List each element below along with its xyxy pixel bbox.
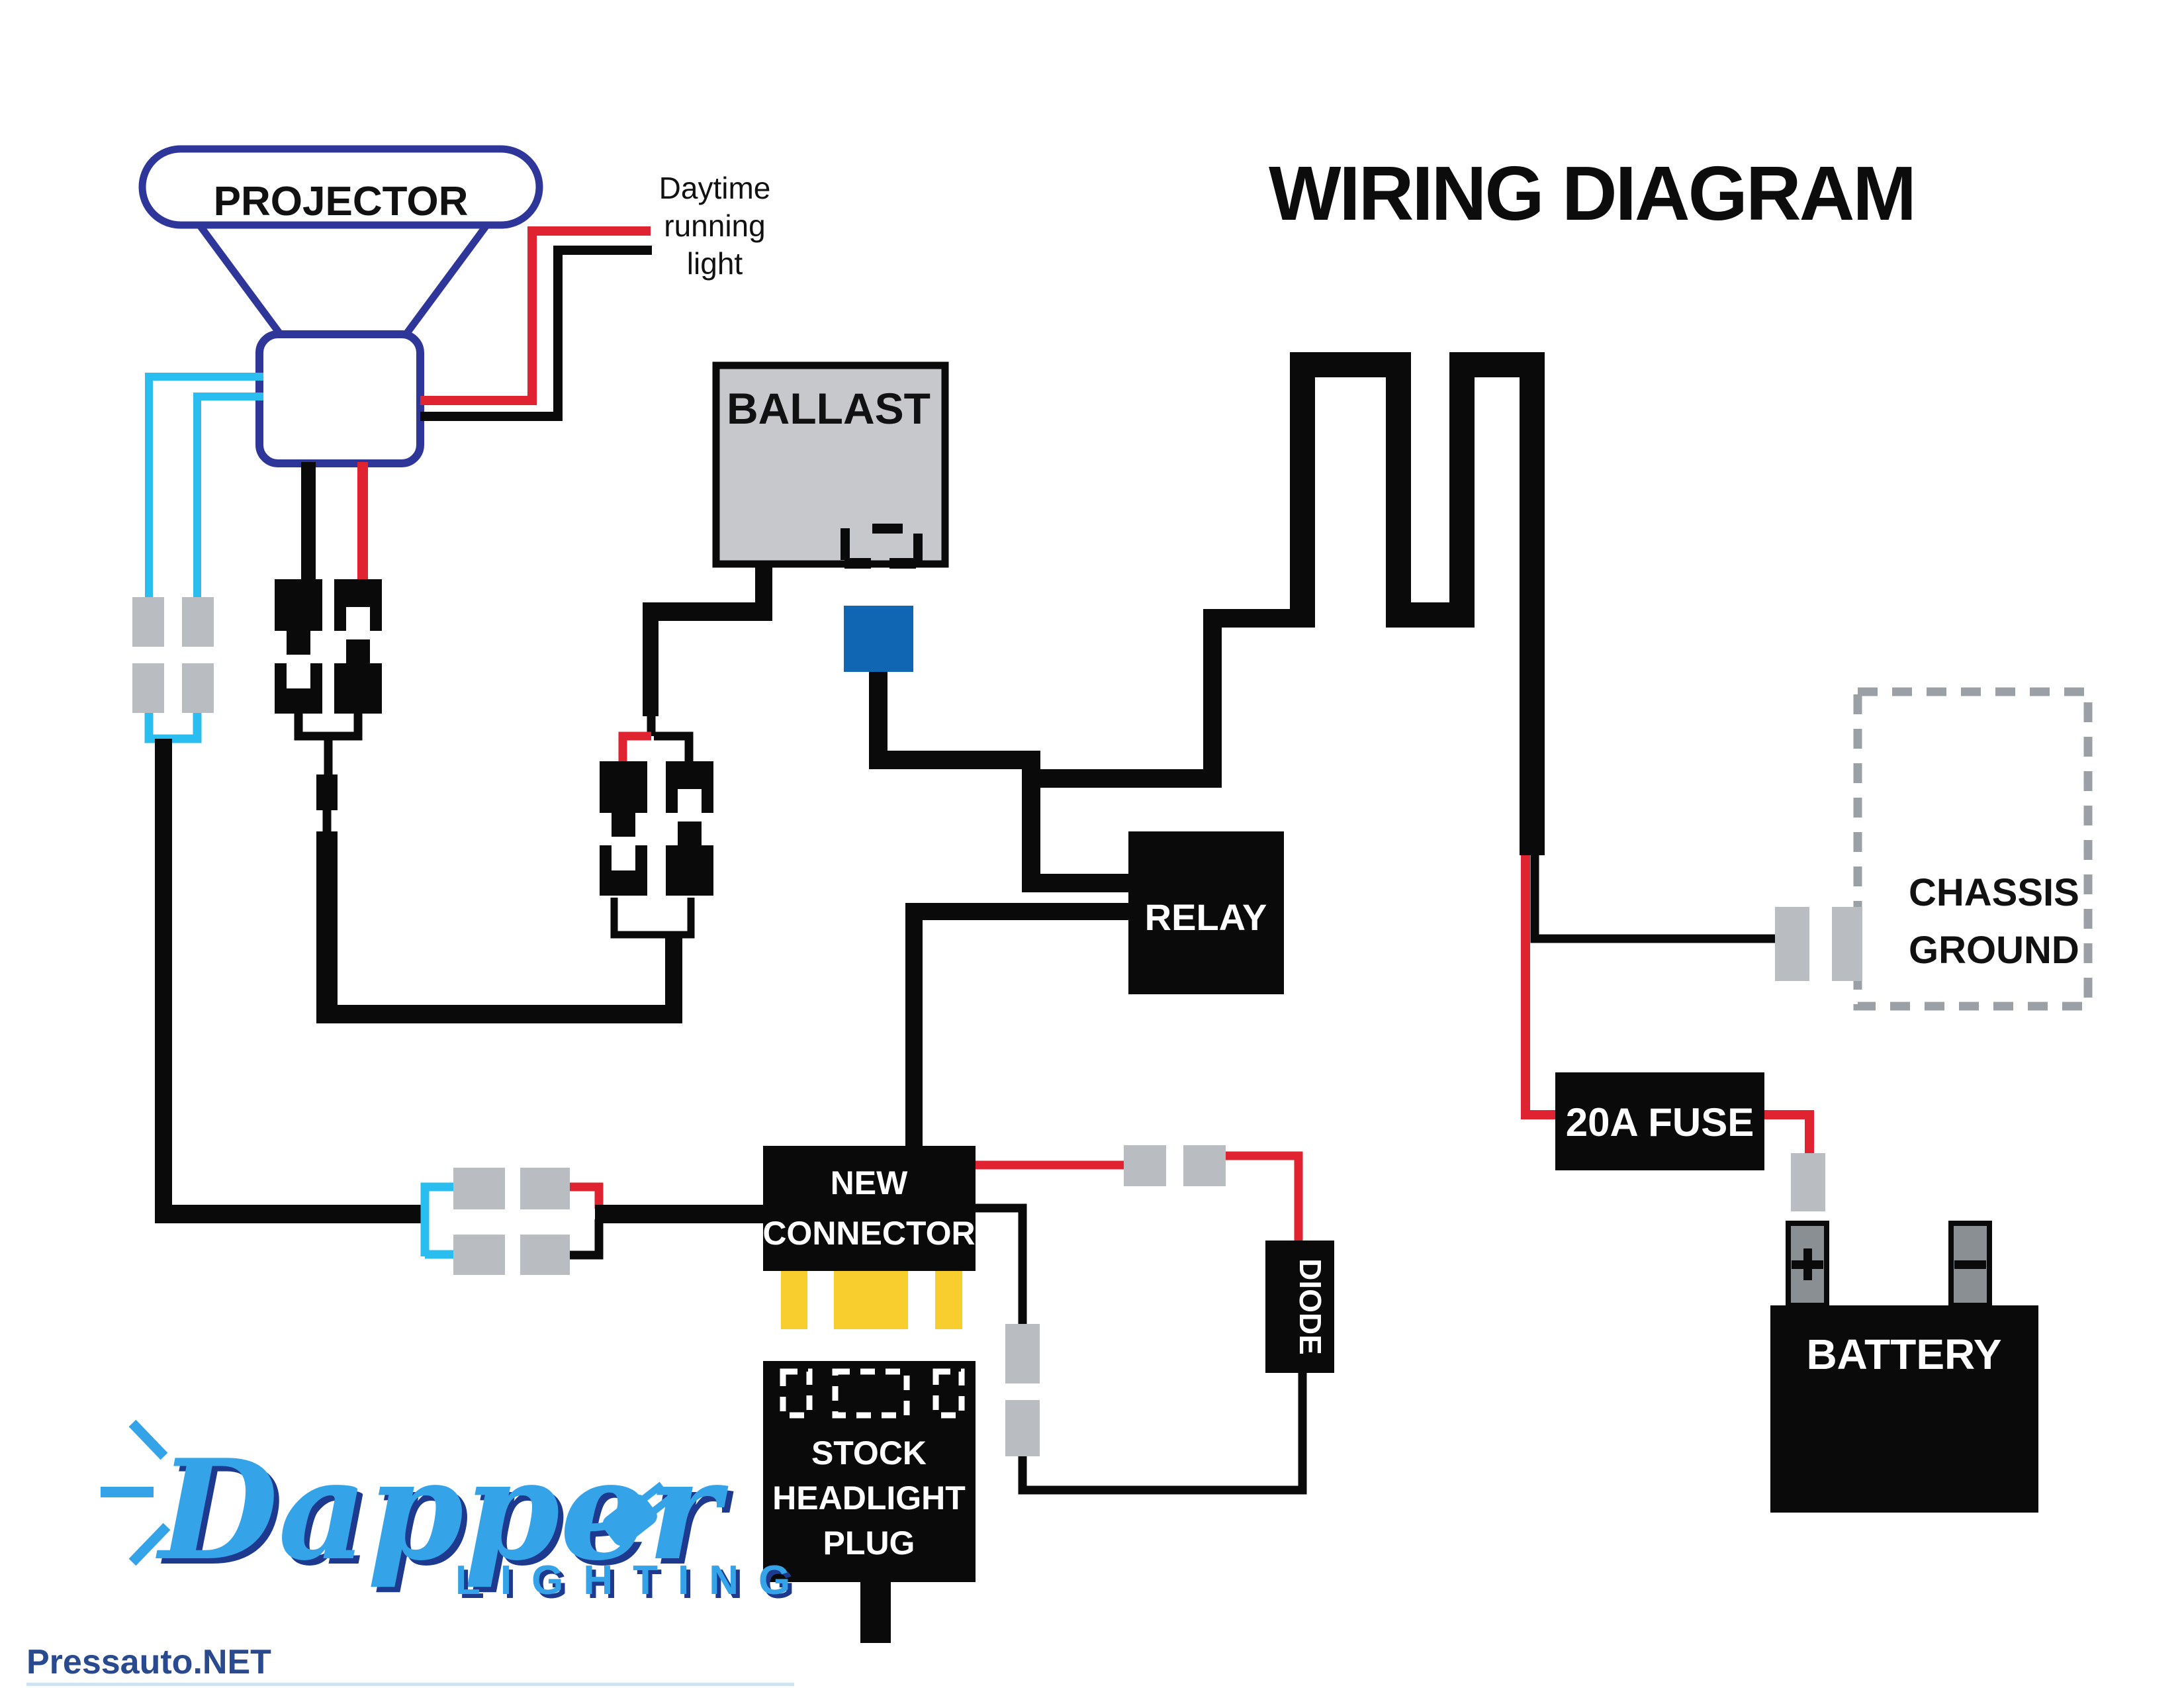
battery-box — [1770, 1305, 2038, 1513]
wire-cyan-outer — [145, 373, 263, 597]
projector-body-box — [255, 330, 424, 467]
wire-newconnector-to-relay — [905, 903, 1128, 1148]
new-connector-yellow-pins — [781, 1271, 962, 1329]
connector-black-lower — [600, 761, 713, 896]
lightbulb-rays-icon — [101, 1419, 171, 1566]
connector-bullet — [316, 774, 338, 810]
plus-icon — [1792, 1248, 1823, 1280]
wire-projector-black-drop — [301, 462, 316, 581]
stock-plug-label-3: PLUG — [823, 1524, 915, 1562]
battery-positive-terminal — [1786, 1221, 1829, 1308]
relay-box — [1128, 831, 1284, 994]
projector-label: PROJECTOR — [214, 179, 469, 224]
chassis-ground-connector — [1775, 907, 1862, 981]
connector-gray-left-lower — [453, 1168, 570, 1275]
battery-terminal-sleeve — [1791, 1153, 1825, 1211]
projector-funnel-left — [195, 221, 285, 338]
connector-inline-gray-horizontal — [1124, 1145, 1226, 1186]
watermark-text: Pressauto.NET — [26, 1643, 271, 1681]
wire-projector-red-drop — [357, 462, 368, 581]
ballast-blue-connector — [844, 606, 913, 672]
relay-label: RELAY — [1145, 896, 1267, 938]
stock-plug-label-1: STOCK — [811, 1434, 927, 1472]
wire-jumper-black — [570, 1219, 604, 1260]
new-connector-label-2: CONNECTOR — [762, 1215, 975, 1252]
wire-cyan-u-join — [144, 713, 202, 743]
lighting-wordmark-shadow: LIGHTING — [459, 1562, 814, 1607]
wire-trunk-left — [155, 739, 421, 1223]
wire-projector-to-drl-red — [420, 226, 651, 405]
diode-label: DIODE — [1293, 1258, 1328, 1355]
connector-black-upper — [275, 579, 382, 714]
stock-plug-socket-outlines — [780, 1368, 965, 1419]
fuse-label: 20A FUSE — [1566, 1100, 1754, 1145]
wire-big-u-route — [316, 831, 682, 1023]
ballast-pin-marks — [841, 524, 923, 569]
plug-doodle-icon — [602, 1481, 674, 1546]
projector-pill — [138, 145, 543, 229]
battery-label: BATTERY — [1806, 1331, 2001, 1378]
chassis-ground-dashed-box — [1853, 687, 2093, 1011]
connector-d-cup — [610, 898, 695, 939]
ballast-label: BALLAST — [727, 384, 931, 433]
wire-blue-to-relay-and-zigzag — [869, 609, 1315, 892]
wire-jumper-red — [570, 1182, 604, 1209]
wire-cyan-fork — [420, 1182, 453, 1259]
page-title: WIRING DIAGRAM — [1269, 150, 1915, 236]
stock-plug-label-2: HEADLIGHT — [772, 1479, 966, 1517]
projector-funnel-right — [402, 221, 491, 338]
wire-fuse-to-battery — [1764, 1110, 1814, 1153]
diode-box — [1265, 1241, 1334, 1373]
wire-cyan-inner — [193, 393, 263, 597]
wire-to-diode-bottom — [1018, 1373, 1307, 1495]
lighting-wordmark: LIGHTING — [455, 1558, 810, 1603]
fuse-box — [1555, 1072, 1764, 1170]
minus-icon — [1954, 1260, 1986, 1269]
daytime-label-3: light — [687, 246, 743, 281]
stock-plug-box — [763, 1361, 976, 1582]
wire-into-new-connector — [595, 1205, 763, 1223]
stock-plug-bottom-stub — [860, 1582, 891, 1643]
wire-to-diode-top — [1226, 1151, 1303, 1241]
daytime-label-2: running — [664, 209, 765, 243]
battery-negative-terminal — [1948, 1221, 1992, 1308]
wire-zigzag-loom — [1290, 352, 1545, 855]
chassis-label-2: GROUND — [1909, 929, 2079, 972]
wire-zigzag-to-ground-black — [1530, 855, 1775, 943]
wire-zigzag-to-fuse-red — [1521, 855, 1555, 1119]
wire-ballast-red-split — [618, 731, 651, 761]
footer-divider — [26, 1683, 794, 1686]
wire-newconnector-black-out — [976, 1203, 1027, 1324]
wire-connector-c-merge — [294, 714, 363, 776]
wire-ballast-to-connector-d — [643, 564, 772, 761]
connector-inline-gray-vertical — [1005, 1324, 1040, 1456]
connector-gray-left-upper — [132, 597, 214, 713]
new-connector-box — [763, 1146, 976, 1271]
ballast-box — [712, 361, 949, 568]
wire-projector-to-drl-black — [420, 246, 652, 421]
daytime-label-1: Daytime — [659, 171, 771, 205]
new-connector-label-1: NEW — [831, 1164, 908, 1201]
chassis-label-1: CHASSIS — [1909, 871, 2079, 914]
dapper-logo: Dapper Dapper LIGHTING LIGHTING — [101, 1419, 814, 1607]
